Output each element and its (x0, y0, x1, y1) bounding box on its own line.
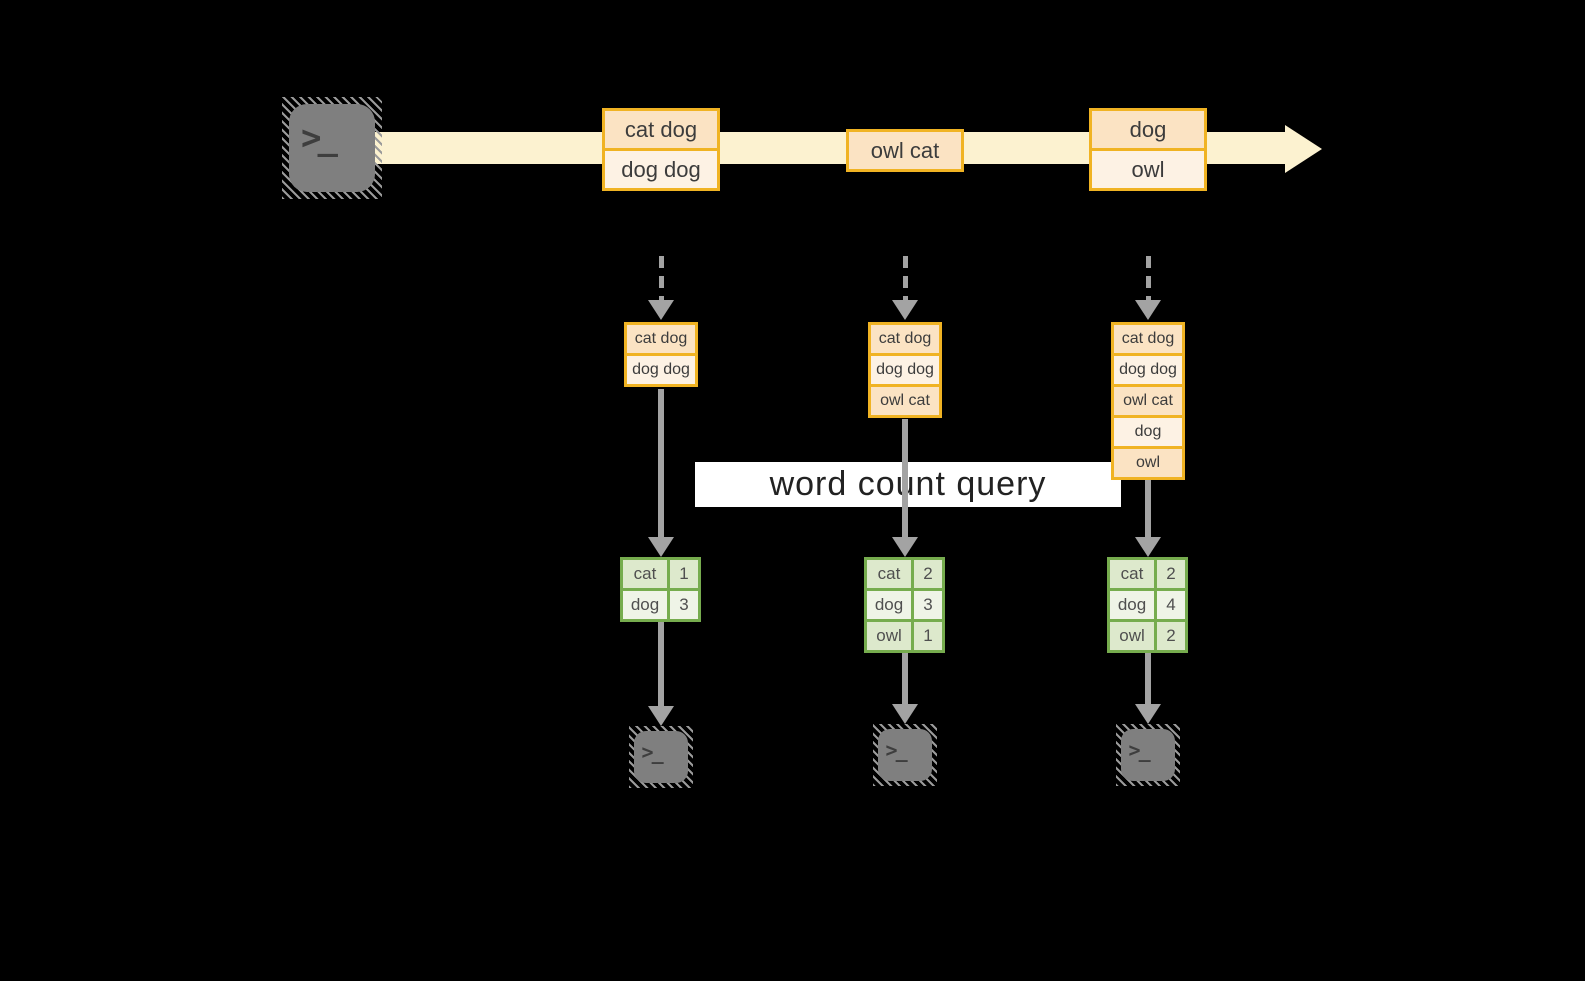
stream-message: cat dog (605, 111, 717, 148)
arrow-head (1135, 537, 1161, 557)
word-cell: dog (623, 591, 667, 619)
arrow-head (648, 300, 674, 320)
count-cell: 1 (670, 560, 698, 588)
arrow-shaft (1145, 653, 1151, 704)
stream-message: owl (1092, 151, 1204, 188)
buffered-message: owl cat (1114, 387, 1182, 415)
word-cell: cat (1110, 560, 1154, 588)
arrow-shaft (1145, 256, 1151, 300)
stream-message-group-1: cat dog dog dog (602, 108, 720, 191)
terminal-screen: >_ (289, 104, 375, 192)
buffered-message: dog (1114, 418, 1182, 446)
arrow-head (648, 537, 674, 557)
arrow-head (892, 704, 918, 724)
terminal-sink-icon: >_ (1116, 724, 1180, 786)
terminal-sink-icon: >_ (873, 724, 937, 786)
terminal-source-icon: >_ (282, 97, 382, 199)
arrow-head (892, 300, 918, 320)
terminal-screen: >_ (1121, 729, 1175, 781)
down-arrow-icon (648, 622, 674, 726)
word-cell: cat (623, 560, 667, 588)
buffered-message: dog dog (871, 356, 939, 384)
stream-message: dog (1092, 111, 1204, 148)
arrow-head (648, 706, 674, 726)
arrow-head (892, 537, 918, 557)
terminal-screen: >_ (878, 729, 932, 781)
buffer-stack-2: cat dog dog dog owl cat (868, 322, 942, 418)
stream-message-group-3: dog owl (1089, 108, 1207, 191)
terminal-screen: >_ (634, 731, 688, 783)
dashed-down-arrow-icon (1135, 256, 1161, 320)
down-arrow-icon (648, 389, 674, 557)
count-cell: 3 (670, 591, 698, 619)
count-table-1: cat 1 dog 3 (620, 557, 701, 622)
count-cell: 2 (914, 560, 942, 588)
terminal-prompt-glyph: >_ (301, 118, 338, 159)
count-cell: 1 (914, 622, 942, 650)
buffered-message: cat dog (1114, 325, 1182, 353)
buffered-message: owl (1114, 449, 1182, 477)
word-cell: dog (1110, 591, 1154, 619)
count-cell: 2 (1157, 560, 1185, 588)
arrow-head (1135, 300, 1161, 320)
terminal-prompt-glyph: >_ (641, 740, 664, 765)
stream-message: dog dog (605, 151, 717, 188)
buffered-message: owl cat (871, 387, 939, 415)
stream-arrowhead-icon (1285, 125, 1322, 173)
arrow-shaft (658, 622, 664, 706)
down-arrow-icon (1135, 653, 1161, 724)
terminal-prompt-glyph: >_ (1128, 738, 1151, 763)
buffer-stack-3: cat dog dog dog owl cat dog owl (1111, 322, 1185, 480)
arrow-shaft (658, 256, 664, 300)
word-cell: owl (1110, 622, 1154, 650)
count-table-2: cat 2 dog 3 owl 1 (864, 557, 945, 653)
down-arrow-icon (1135, 478, 1161, 557)
buffered-message: dog dog (1114, 356, 1182, 384)
word-cell: dog (867, 591, 911, 619)
word-cell: cat (867, 560, 911, 588)
arrow-head (1135, 704, 1161, 724)
dashed-down-arrow-icon (892, 256, 918, 320)
arrow-shaft (658, 389, 664, 537)
arrow-shaft (1145, 478, 1151, 537)
buffered-message: cat dog (871, 325, 939, 353)
count-table-3: cat 2 dog 4 owl 2 (1107, 557, 1188, 653)
count-cell: 3 (914, 591, 942, 619)
query-banner: word count query (695, 462, 1121, 507)
down-arrow-icon (892, 653, 918, 724)
terminal-sink-icon: >_ (629, 726, 693, 788)
buffered-message: cat dog (627, 325, 695, 353)
word-cell: owl (867, 622, 911, 650)
arrow-shaft (902, 419, 908, 537)
stream-message: owl cat (849, 132, 961, 169)
buffer-stack-1: cat dog dog dog (624, 322, 698, 387)
arrow-shaft (902, 653, 908, 704)
down-arrow-icon (892, 419, 918, 557)
stream-message-group-2: owl cat (846, 129, 964, 172)
terminal-prompt-glyph: >_ (885, 738, 908, 763)
count-cell: 4 (1157, 591, 1185, 619)
arrow-shaft (902, 256, 908, 300)
dashed-down-arrow-icon (648, 256, 674, 320)
buffered-message: dog dog (627, 356, 695, 384)
count-cell: 2 (1157, 622, 1185, 650)
